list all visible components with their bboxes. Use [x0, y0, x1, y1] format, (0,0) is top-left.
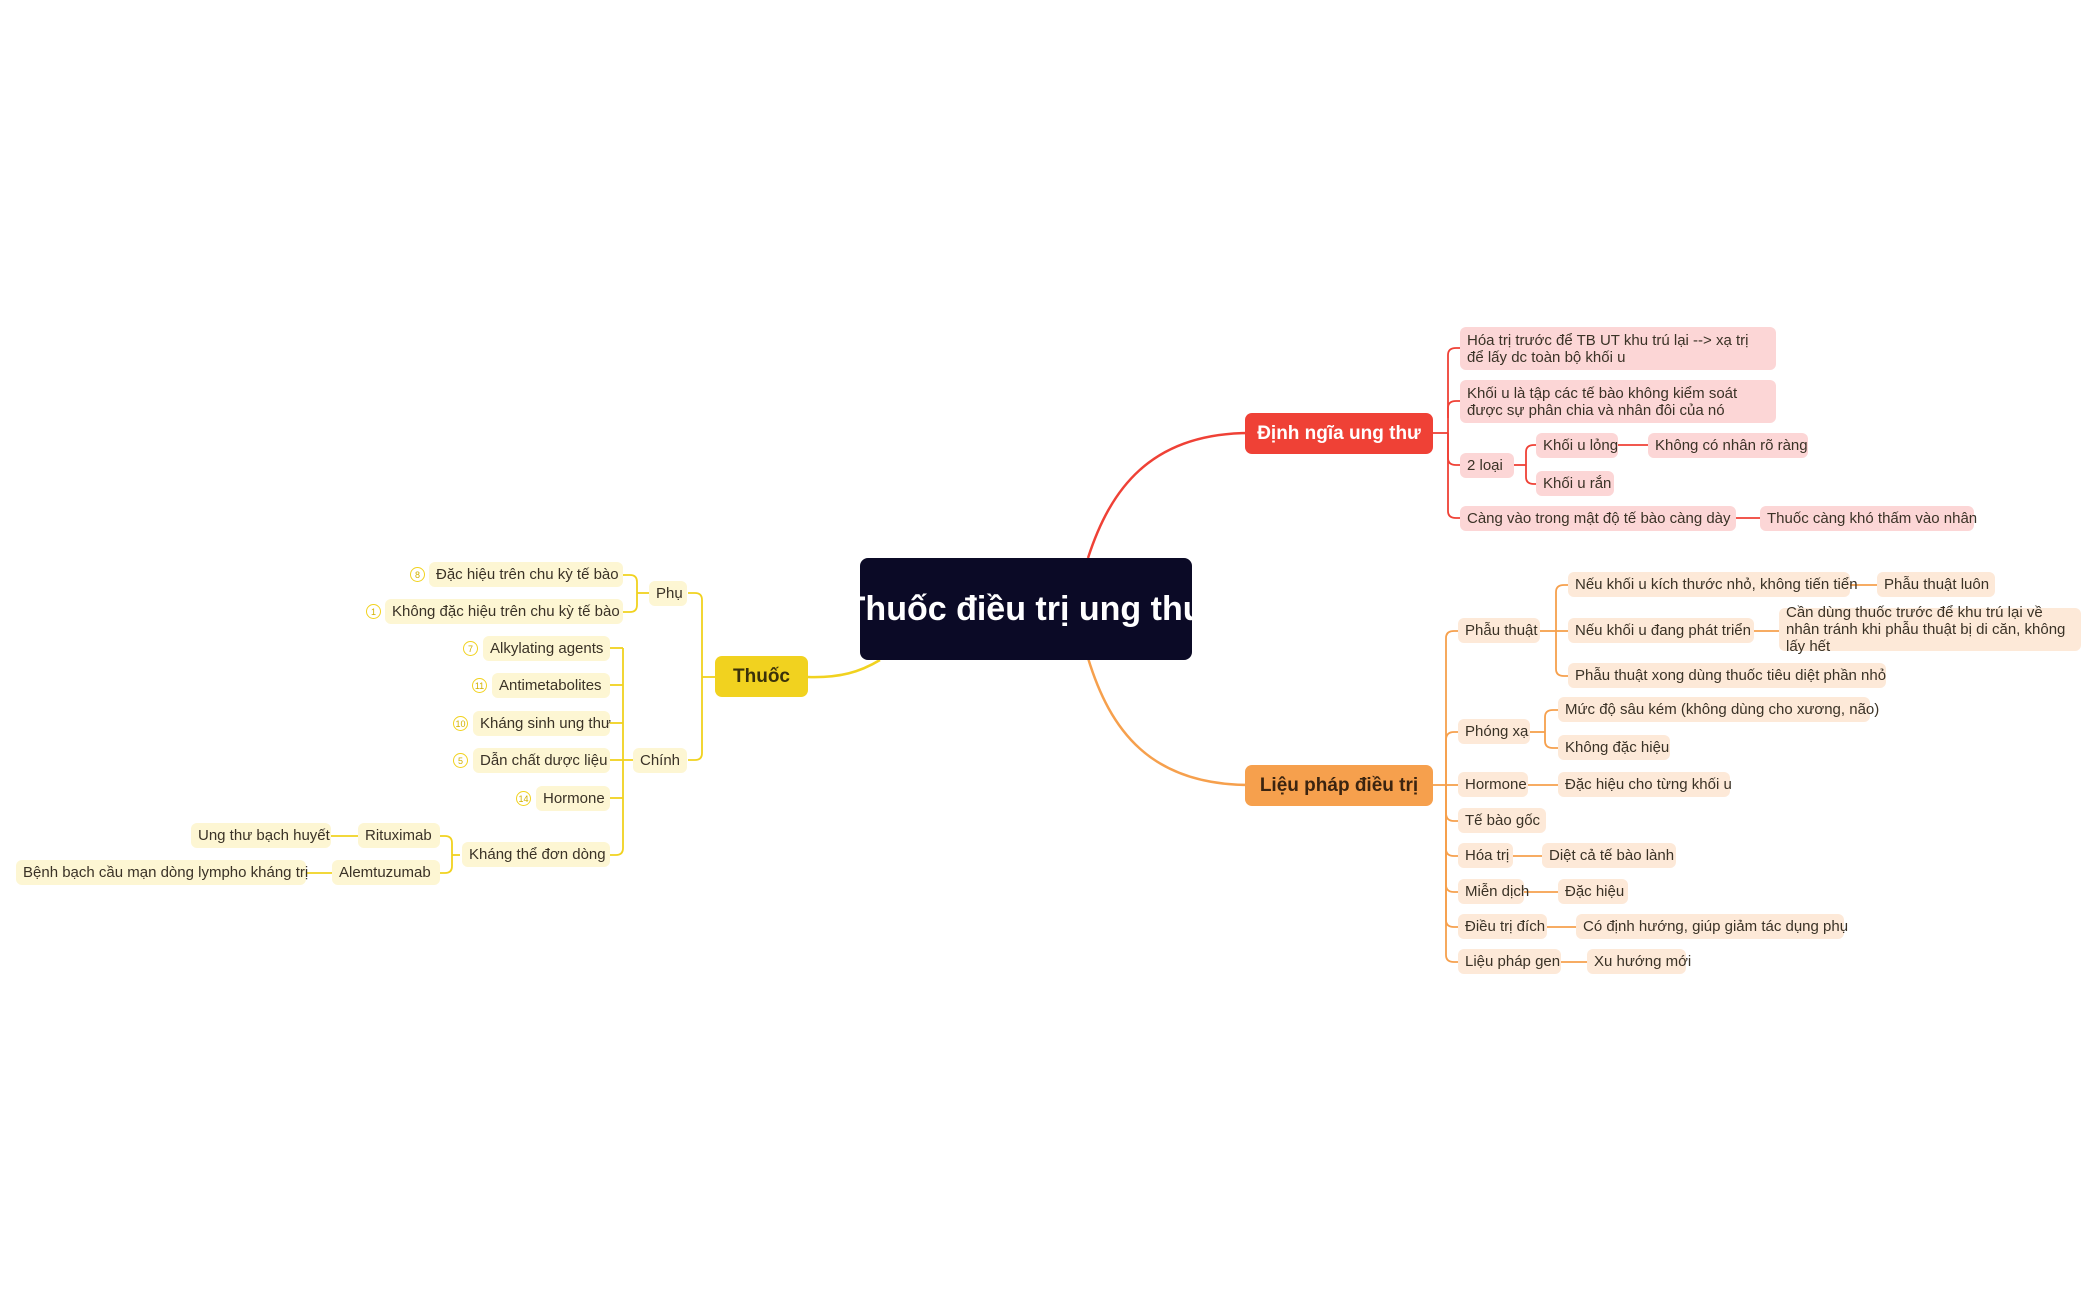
phong-xa-khong-dac-hieu[interactable]: Không đặc hiệu [1558, 735, 1670, 760]
phau-thuat-item-xong[interactable]: Phẫu thuật xong dùng thuốc tiêu diệt phầ… [1568, 663, 1886, 688]
dinh-nghia-item-2-loai[interactable]: 2 loại [1460, 453, 1514, 478]
count-badge: 1 [366, 604, 381, 619]
chinh-dan-chat[interactable]: Dẫn chất dược liệu [473, 748, 610, 773]
lieu-phap-hoa-tri[interactable]: Hóa trị [1458, 843, 1513, 868]
type-khoi-u-long[interactable]: Khối u lỏng [1536, 433, 1618, 458]
count-badge: 14 [516, 791, 531, 806]
lieu-phap-mien-dich[interactable]: Miễn dịch [1458, 879, 1529, 904]
topic-dinh-nghia[interactable]: Định ngĩa ung thư [1245, 413, 1433, 454]
chinh-antimetabolites[interactable]: Antimetabolites [492, 673, 610, 698]
phau-thuat-detail-luon[interactable]: Phẫu thuật luôn [1877, 572, 1995, 597]
phau-thuat-detail-can-dung[interactable]: Cần dùng thuốc trước để khu trú lại về n… [1779, 604, 2081, 655]
phau-thuat-item-phat-trien[interactable]: Nếu khối u đang phát triển [1568, 618, 1754, 643]
khang-the-rituximab[interactable]: Rituximab [358, 823, 440, 848]
khang-the-alemtuzumab[interactable]: Alemtuzumab [332, 860, 440, 885]
lieu-phap-hormone[interactable]: Hormone [1458, 772, 1528, 797]
type-khoi-u-ran[interactable]: Khối u rắn [1536, 471, 1614, 496]
count-badge: 5 [453, 753, 468, 768]
count-badge: 10 [453, 716, 468, 731]
phong-xa-muc-do[interactable]: Mức độ sâu kém (không dùng cho xương, nã… [1558, 697, 1879, 722]
topic-thuoc[interactable]: Thuốc [715, 656, 808, 697]
thuoc-phu[interactable]: Phụ [649, 581, 687, 606]
lieu-phap-te-bao-goc[interactable]: Tế bào gốc [1458, 808, 1546, 833]
edge-root-dinh-nghia [1086, 431, 1251, 559]
lieu-phap-dieu-tri-dich[interactable]: Điều trị đích [1458, 914, 1547, 939]
root-topic[interactable]: Thuốc điều trị ung thư [845, 558, 1207, 660]
lieu-phap-gen-detail[interactable]: Xu hướng mới [1587, 949, 1691, 974]
topic-lieu-phap[interactable]: Liệu pháp điều trị [1245, 765, 1433, 806]
khoi-u-long-detail[interactable]: Không có nhân rõ ràng [1648, 433, 1808, 458]
chinh-hormone[interactable]: Hormone [536, 786, 610, 811]
edge-root-thuoc [807, 658, 881, 679]
rituximab-detail[interactable]: Ung thư bạch huyết [191, 823, 331, 848]
phau-thuat-item-nho[interactable]: Nếu khối u kích thước nhỏ, không tiến ti… [1568, 572, 1858, 597]
thuoc-chinh[interactable]: Chính [633, 748, 687, 773]
mien-dich-detail[interactable]: Đặc hiệu [1558, 879, 1628, 904]
lieu-phap-gen[interactable]: Liệu pháp gen [1458, 949, 1561, 974]
phu-dac-hieu[interactable]: Đặc hiệu trên chu kỳ tế bào [429, 562, 623, 587]
alemtuzumab-detail[interactable]: Bệnh bạch cầu mạn dòng lympho kháng trị [16, 860, 308, 885]
chinh-alkylating[interactable]: Alkylating agents [483, 636, 610, 661]
count-badge: 11 [472, 678, 487, 693]
dieu-tri-dich-detail[interactable]: Có định hướng, giúp giảm tác dụng phụ [1576, 914, 1848, 939]
lieu-phap-phau-thuat[interactable]: Phẫu thuật [1458, 618, 1540, 643]
dinh-nghia-item-khoi-u[interactable]: Khối u là tập các tế bào không kiểm soát… [1460, 380, 1776, 423]
chinh-khang-the[interactable]: Kháng thể đơn dòng [462, 842, 610, 867]
mat-do-detail[interactable]: Thuốc càng khó thấm vào nhân [1760, 506, 1977, 531]
hoa-tri-detail[interactable]: Diệt cả tế bào lành [1542, 843, 1676, 868]
chinh-khang-sinh[interactable]: Kháng sinh ung thư [473, 711, 611, 736]
phu-khong-dac-hieu[interactable]: Không đặc hiệu trên chu kỳ tế bào [385, 599, 623, 624]
lieu-phap-phong-xa[interactable]: Phóng xạ [1458, 719, 1530, 744]
dinh-nghia-item-mat-do[interactable]: Càng vào trong mật độ tế bào càng dày [1460, 506, 1736, 531]
count-badge: 7 [463, 641, 478, 656]
dinh-nghia-item-hoa-tri-truoc[interactable]: Hóa trị trước để TB UT khu trú lại --> x… [1460, 327, 1776, 370]
hormone-detail[interactable]: Đặc hiệu cho từng khối u [1558, 772, 1732, 797]
edge-root-lieu-phap [1086, 657, 1251, 787]
count-badge: 8 [410, 567, 425, 582]
